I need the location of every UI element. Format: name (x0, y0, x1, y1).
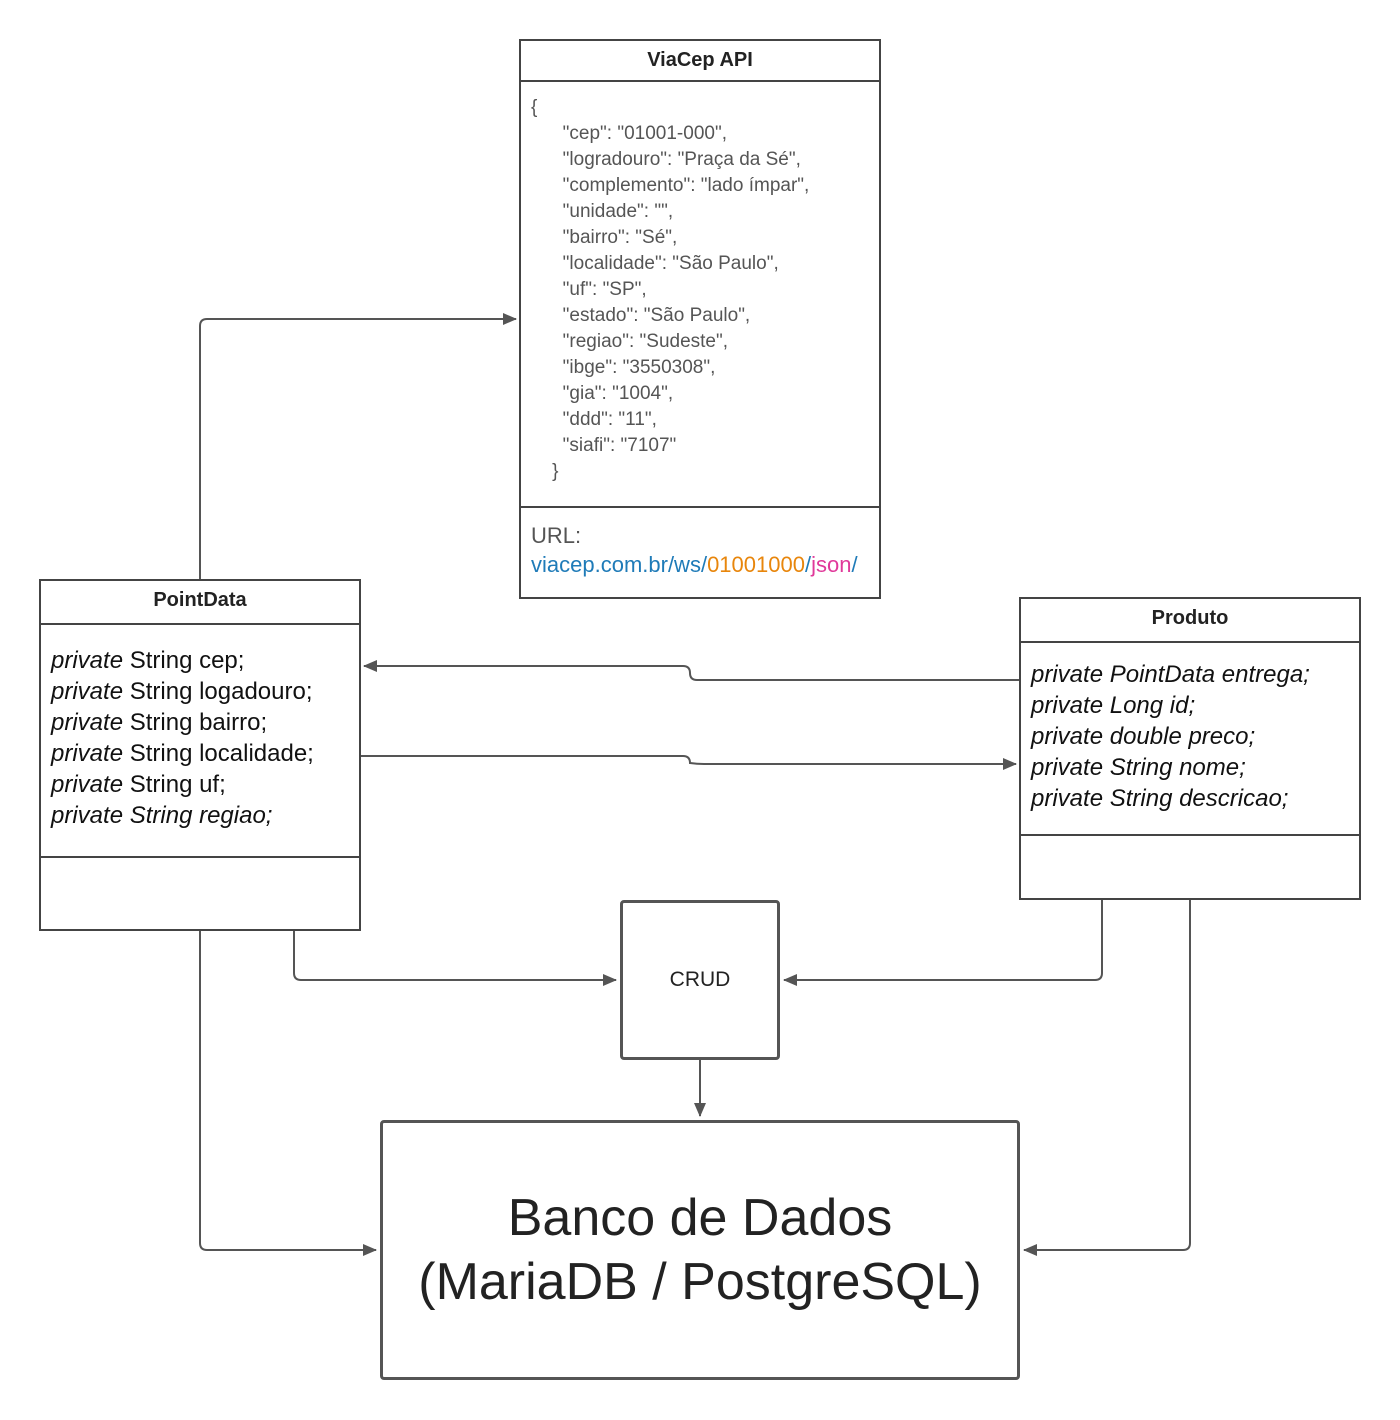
attribute-row: private String cep; (51, 645, 314, 676)
url-part-trailing-slash: / (851, 552, 858, 577)
attribute-declaration: String nome; (1103, 754, 1246, 781)
attribute-row: private String uf; (51, 769, 314, 800)
arrow-produto-to-pointdata (363, 660, 1020, 681)
json-line: "uf": "SP", (531, 279, 647, 300)
url-part-cep: 01001000 (707, 552, 805, 577)
access-modifier: private (1031, 723, 1104, 750)
attribute-declaration: String bairro; (123, 709, 268, 736)
json-line: "ddd": "11", (531, 409, 657, 430)
viacep-divider (521, 506, 879, 508)
url-part-host: viacep.com.br/ws/ (531, 552, 708, 577)
attribute-declaration: Long id; (1103, 692, 1196, 719)
access-modifier: private (51, 709, 124, 736)
attribute-row: private double preco; (1031, 721, 1310, 752)
url-part-format: json (811, 552, 852, 577)
json-line: } (531, 461, 559, 482)
json-line: "complemento": "lado ímpar", (531, 175, 810, 196)
arrow-produto-to-crud (783, 900, 1103, 986)
database-box[interactable]: Banco de Dados (MariaDB / PostgreSQL) (380, 1120, 1020, 1380)
attribute-row: private String localidade; (51, 738, 314, 769)
json-line: "estado": "São Paulo", (531, 305, 751, 326)
arrow-pointdata-to-crud (293, 930, 617, 986)
database-title: Banco de Dados (507, 1189, 893, 1247)
attribute-row: private String bairro; (51, 707, 314, 738)
json-line: "siafi": "7107" (531, 435, 677, 456)
attribute-declaration: String cep; (123, 647, 245, 674)
produto-title: Produto (1021, 599, 1359, 643)
json-line: "logradouro": "Praça da Sé", (531, 149, 801, 170)
attribute-row: private String logadouro; (51, 676, 314, 707)
access-modifier: private (1031, 692, 1104, 719)
arrow-pointdata-to-viacep (199, 313, 517, 580)
attribute-row: private Long id; (1031, 690, 1310, 721)
access-modifier: private (1031, 661, 1104, 688)
arrow-pointdata-to-produto (360, 755, 1017, 770)
attribute-declaration: PointData entrega; (1103, 661, 1310, 688)
access-modifier: private (51, 740, 124, 767)
arrow-produto-to-database (1023, 900, 1191, 1256)
viacep-json-sample: { "cep": "01001-000", "logradouro": "Pra… (531, 95, 809, 485)
access-modifier: private (51, 678, 124, 705)
access-modifier: private (1031, 754, 1104, 781)
attribute-declaration: String localidade; (123, 740, 314, 767)
produto-attributes: private PointData entrega;private Long i… (1031, 659, 1310, 814)
pointdata-divider (41, 856, 359, 858)
viacep-api-class[interactable]: ViaCep API { "cep": "01001-000", "lograd… (519, 39, 881, 599)
crud-box[interactable]: CRUD (620, 900, 780, 1060)
json-line: "regiao": "Sudeste", (531, 331, 729, 352)
access-modifier: private (51, 802, 124, 829)
url-value: viacep.com.br/ws/01001000/json/ (531, 550, 877, 579)
crud-label: CRUD (669, 968, 731, 991)
attribute-declaration: String regiao; (123, 802, 273, 829)
attribute-row: private PointData entrega; (1031, 659, 1310, 690)
url-part-slash: / (804, 552, 812, 577)
attribute-declaration: String uf; (123, 771, 226, 798)
attribute-declaration: double preco; (1103, 723, 1256, 750)
arrow-pointdata-to-database (199, 930, 377, 1256)
json-line: "bairro": "Sé", (531, 227, 678, 248)
pointdata-class[interactable]: PointData private String cep;private Str… (39, 579, 361, 931)
json-line: "unidade": "", (531, 201, 674, 222)
attribute-row: private String regiao; (51, 800, 314, 831)
viacep-url-section: URL: viacep.com.br/ws/01001000/json/ (531, 521, 877, 579)
attribute-row: private String descricao; (1031, 783, 1310, 814)
viacep-title: ViaCep API (521, 41, 879, 82)
pointdata-title: PointData (41, 581, 359, 625)
access-modifier: private (1031, 785, 1104, 812)
attribute-declaration: String logadouro; (123, 678, 313, 705)
json-line: "localidade": "São Paulo", (531, 253, 779, 274)
access-modifier: private (51, 771, 124, 798)
url-label: URL: (531, 523, 582, 548)
json-line: "gia": "1004", (531, 383, 674, 404)
json-line: "ibge": "3550308", (531, 357, 716, 378)
attribute-declaration: String descricao; (1103, 785, 1289, 812)
produto-class[interactable]: Produto private PointData entrega;privat… (1019, 597, 1361, 900)
json-line: { (531, 97, 538, 118)
produto-divider (1021, 834, 1359, 836)
database-engines: (MariaDB / PostgreSQL) (418, 1253, 982, 1311)
pointdata-attributes: private String cep;private String logado… (51, 645, 314, 831)
access-modifier: private (51, 647, 124, 674)
attribute-row: private String nome; (1031, 752, 1310, 783)
json-line: "cep": "01001-000", (531, 123, 727, 144)
